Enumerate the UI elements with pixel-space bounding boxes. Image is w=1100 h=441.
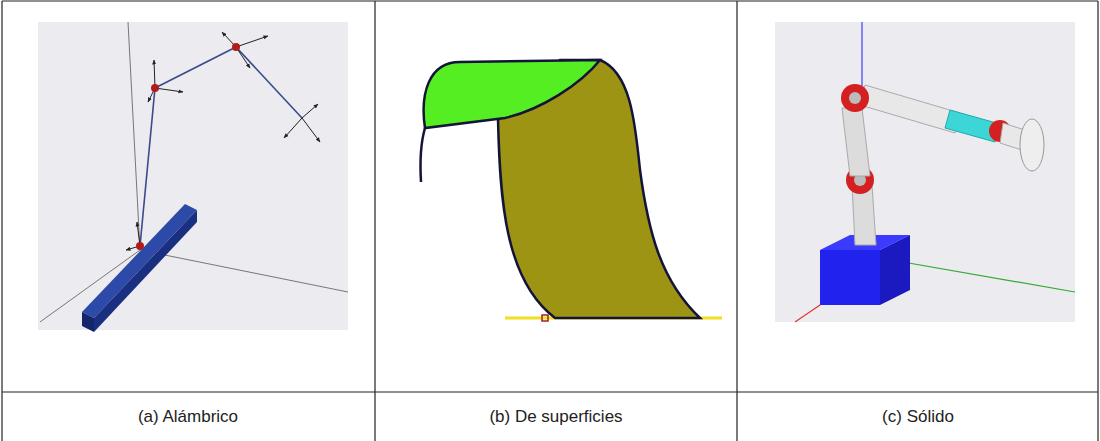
base-bar <box>82 204 197 318</box>
table-border <box>1 1 2 441</box>
base-bar <box>94 210 197 332</box>
joint-dot <box>136 242 144 250</box>
caption-cell: (b) De superficies <box>489 407 622 427</box>
frame-arrow <box>302 104 318 118</box>
frame-arrow <box>154 60 155 88</box>
arm-cylinder <box>852 185 876 245</box>
viewport-ground <box>38 22 348 330</box>
frame-arrow <box>284 118 302 138</box>
frame-arrow <box>302 118 320 142</box>
base-bar <box>82 312 94 332</box>
wireframe-model <box>38 22 348 332</box>
table-border <box>2 0 1098 1</box>
joint <box>841 84 869 112</box>
link-line <box>140 88 155 246</box>
viewport-ground <box>775 22 1075 322</box>
table-border <box>374 1 375 441</box>
base-box <box>880 235 910 305</box>
frame-arrow <box>236 36 268 47</box>
joint <box>849 92 861 104</box>
top-surface <box>424 60 600 128</box>
table-border <box>1097 1 1098 441</box>
table-border <box>736 1 737 441</box>
link-line <box>236 47 302 118</box>
solid-model <box>775 22 1075 322</box>
surface-model <box>420 60 722 321</box>
joint-dot <box>232 43 240 51</box>
joint-dot <box>151 84 159 92</box>
frame-arrow <box>155 88 183 92</box>
caption-cell: (c) Sólido <box>882 407 954 427</box>
arm-cylinder <box>842 108 870 176</box>
axis-line <box>128 22 140 250</box>
origin-mark <box>542 315 548 321</box>
surface-edge <box>420 128 425 182</box>
table-border <box>2 391 1098 392</box>
base-box <box>820 250 880 305</box>
arm-cylinder <box>860 85 960 133</box>
link-line <box>155 47 236 88</box>
axis-line <box>140 250 348 292</box>
end-disc <box>1020 119 1044 171</box>
caption-cell: (a) Alámbrico <box>138 407 238 427</box>
frame-arrows <box>126 32 320 250</box>
